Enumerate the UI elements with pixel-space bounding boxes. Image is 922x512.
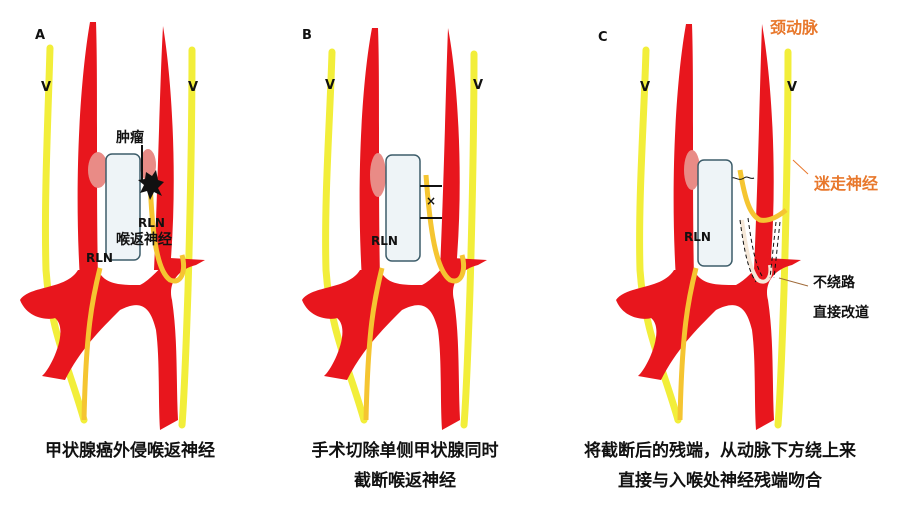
caption-line: 将截断后的残端，从动脉下方绕上来	[584, 441, 856, 461]
vagus-label-left: V	[41, 80, 52, 95]
rln-label-left: RLN	[371, 234, 398, 248]
cut-mark: ×	[426, 194, 437, 208]
anatomy-diagram-b	[302, 28, 487, 430]
caption-b: 手术切除单侧甲状腺同时 截断喉返神经	[280, 436, 530, 496]
caption-line: 手术切除单侧甲状腺同时	[311, 441, 499, 461]
vagus-label-right: V	[473, 78, 484, 93]
panel-letter: C	[598, 30, 608, 45]
panel-b: B V V × RLN 手术切除单侧甲状腺同时 截断喉返神经	[290, 0, 550, 512]
rln-label-left: RLN	[684, 230, 711, 244]
reroute-label-line1: 不绕路	[813, 275, 855, 291]
caption-c: 将截断后的残端，从动脉下方绕上来 直接与入喉处神经残端吻合	[560, 436, 880, 496]
rln-label-right-cn: 喉返神经	[116, 232, 172, 248]
rln-label-left: RLN	[86, 251, 113, 265]
caption-a: 甲状腺癌外侵喉返神经	[20, 436, 240, 466]
vagus-label-right: V	[188, 80, 199, 95]
anatomy-diagram-c	[616, 24, 809, 430]
panel-letter: B	[302, 28, 312, 43]
panel-a: A V V 肿瘤 RLN 喉返神经 RLN 甲状腺癌外侵喉返神经	[0, 0, 300, 512]
vagus-label-left: V	[640, 80, 651, 95]
anatomy-diagram-a	[20, 22, 205, 430]
panel-letter: A	[35, 28, 46, 43]
reroute-label-line2: 直接改道	[813, 305, 869, 321]
vagus-nerve-label: 迷走神经	[814, 174, 879, 193]
carotid-label: 颈动脉	[770, 18, 819, 37]
rln-label-right: RLN	[138, 216, 165, 230]
vagus-label-right: V	[787, 80, 798, 95]
panel-c: C V V 颈动脉 迷走神经 RLN 不绕路 直接改道 将截断后的残端，从动脉下…	[580, 0, 922, 512]
caption-line: 甲状腺癌外侵喉返神经	[45, 441, 215, 461]
vagus-label-left: V	[325, 78, 336, 93]
tumor-label: 肿瘤	[116, 130, 144, 146]
caption-line: 直接与入喉处神经残端吻合	[618, 471, 822, 491]
caption-line: 截断喉返神经	[354, 471, 456, 491]
